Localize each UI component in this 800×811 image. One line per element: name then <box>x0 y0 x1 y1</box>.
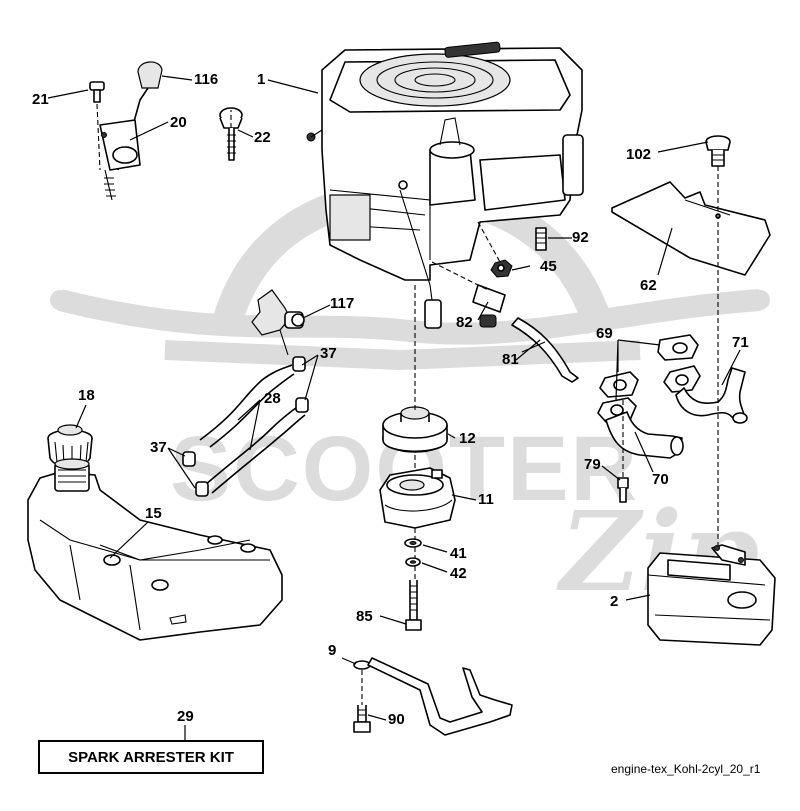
callout-81: 81 <box>502 351 519 368</box>
nut-bolt-parts <box>490 227 547 278</box>
pulley-part-12 <box>382 406 448 453</box>
callout-79: 79 <box>584 456 601 473</box>
callout-102: 102 <box>626 146 651 163</box>
throttle-control-parts <box>89 61 163 201</box>
bolt-part-79 <box>617 477 629 503</box>
callout-18: 18 <box>78 387 95 404</box>
callout-45: 45 <box>540 258 557 275</box>
callout-9: 9 <box>328 642 336 659</box>
callout-12: 12 <box>459 430 476 447</box>
callout-11: 11 <box>478 491 494 508</box>
callout-116: 116 <box>194 71 218 88</box>
fuel-tank-part-15 <box>27 458 283 641</box>
exhaust-pipe-parts <box>597 334 748 459</box>
callout-37-upper: 37 <box>320 345 337 362</box>
callout-92: 92 <box>572 229 589 246</box>
spark-arrester-kit-label: SPARK ARRESTER KIT <box>38 740 264 774</box>
callout-71: 71 <box>732 334 749 351</box>
assembly-lines <box>230 110 719 705</box>
fuel-shutoff-part-117 <box>251 289 305 356</box>
callout-69: 69 <box>596 325 613 342</box>
callout-22: 22 <box>254 129 271 146</box>
callout-90: 90 <box>388 711 405 728</box>
callout-20: 20 <box>170 114 187 131</box>
callout-numbers: 1 21 116 20 22 117 37 28 37 18 15 12 11 … <box>32 71 749 728</box>
washers-bolt-parts <box>404 538 422 631</box>
callout-41: 41 <box>450 545 467 562</box>
callout-42: 42 <box>450 565 467 582</box>
callout-29: 29 <box>177 708 194 725</box>
callout-82: 82 <box>456 314 473 331</box>
callout-117: 117 <box>330 295 354 312</box>
callout-21: 21 <box>32 91 49 108</box>
diagram-reference-code: engine-tex_Kohl-2cyl_20_r1 <box>611 762 761 776</box>
muffler-part-2 <box>647 544 776 646</box>
fuel-lines-part-28 <box>182 356 309 497</box>
callout-15: 15 <box>145 505 162 522</box>
engine-part-1 <box>306 41 584 329</box>
callout-2: 2 <box>610 593 618 610</box>
callout-28: 28 <box>264 390 281 407</box>
callout-37-lower: 37 <box>150 439 167 456</box>
callout-70: 70 <box>652 471 669 488</box>
clutch-part-11 <box>379 467 456 529</box>
bracket-part-9 <box>353 657 513 736</box>
callout-1: 1 <box>257 71 265 88</box>
filter-hose-parts <box>511 317 579 383</box>
shield-parts <box>611 135 771 276</box>
callout-62: 62 <box>640 277 657 294</box>
callout-85: 85 <box>356 608 373 625</box>
leader-lines <box>47 75 741 740</box>
